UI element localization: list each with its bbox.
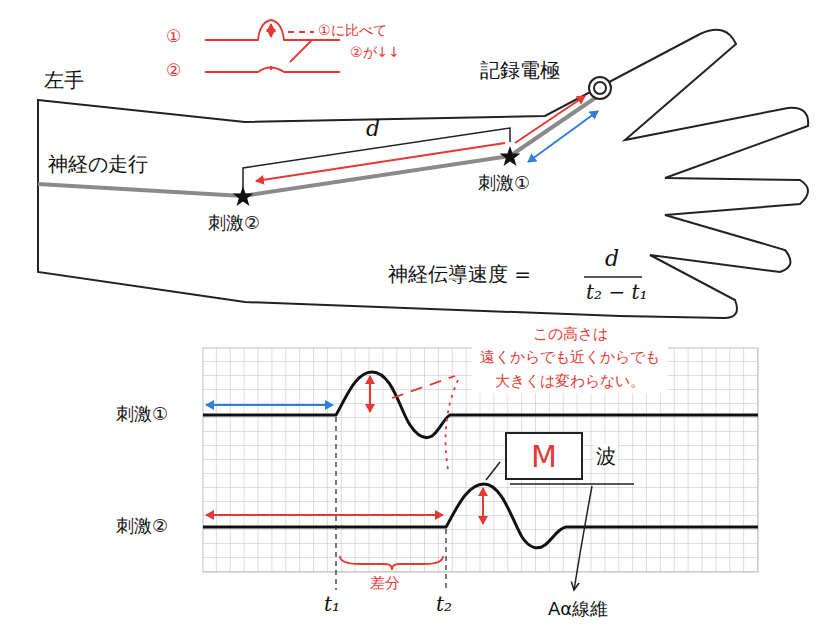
latency-arrow bbox=[206, 404, 333, 406]
formula-text: t₂ − t₁ bbox=[586, 280, 648, 304]
leader-line bbox=[486, 462, 500, 480]
stimulus-star bbox=[233, 186, 254, 206]
nerve-path bbox=[38, 96, 598, 196]
wave-name-box: M bbox=[505, 432, 583, 480]
callout-number: ① bbox=[166, 26, 181, 46]
conduction-arrow bbox=[515, 96, 585, 143]
time-label: t₁ bbox=[324, 592, 340, 616]
electrode bbox=[594, 82, 606, 94]
distance-label: d bbox=[366, 116, 380, 142]
callout-number: ② bbox=[166, 60, 181, 80]
wave-name: M bbox=[531, 440, 557, 473]
handwritten-note: ①に比べて bbox=[318, 22, 387, 39]
part-label: 神経の走行 bbox=[48, 152, 148, 176]
conduction-arrow bbox=[256, 143, 505, 181]
handwritten-note: ②が↓↓ bbox=[350, 44, 400, 61]
stimulus-label: 刺激② bbox=[208, 212, 260, 234]
wave-label: 波 bbox=[594, 444, 618, 468]
underline bbox=[510, 483, 634, 485]
stimulus-label: 刺激① bbox=[478, 172, 530, 194]
time-marker bbox=[335, 417, 336, 590]
region-label: 左手 bbox=[44, 68, 84, 92]
trace-label: 刺激② bbox=[116, 515, 168, 537]
fraction-bar bbox=[584, 276, 642, 278]
formula-text: d bbox=[605, 246, 619, 272]
fiber-label: Aα線維 bbox=[548, 598, 608, 620]
waveform bbox=[203, 484, 758, 548]
time-marker bbox=[445, 529, 446, 590]
note-leader bbox=[446, 380, 458, 470]
time-label: t₂ bbox=[436, 592, 452, 616]
handwritten-note: この高さは 遠くからでも近くからでも 大きくは変わらない。 bbox=[472, 323, 668, 393]
trace-label: 刺激① bbox=[116, 403, 168, 425]
stimulus-star bbox=[500, 146, 521, 166]
difference-brace bbox=[340, 556, 443, 570]
difference-label: 差分 bbox=[370, 574, 400, 592]
formula-text: 神経伝導速度 = bbox=[388, 262, 531, 286]
amplitude-arrow bbox=[482, 488, 484, 524]
leader-line bbox=[574, 486, 592, 590]
note-leader bbox=[392, 376, 455, 398]
latency-arrow bbox=[528, 111, 598, 162]
amplitude-arrow bbox=[369, 376, 371, 412]
part-label: 記録電極 bbox=[480, 58, 560, 82]
hand-outline bbox=[38, 30, 808, 318]
latency-arrow bbox=[206, 514, 443, 516]
electrode bbox=[589, 77, 611, 99]
